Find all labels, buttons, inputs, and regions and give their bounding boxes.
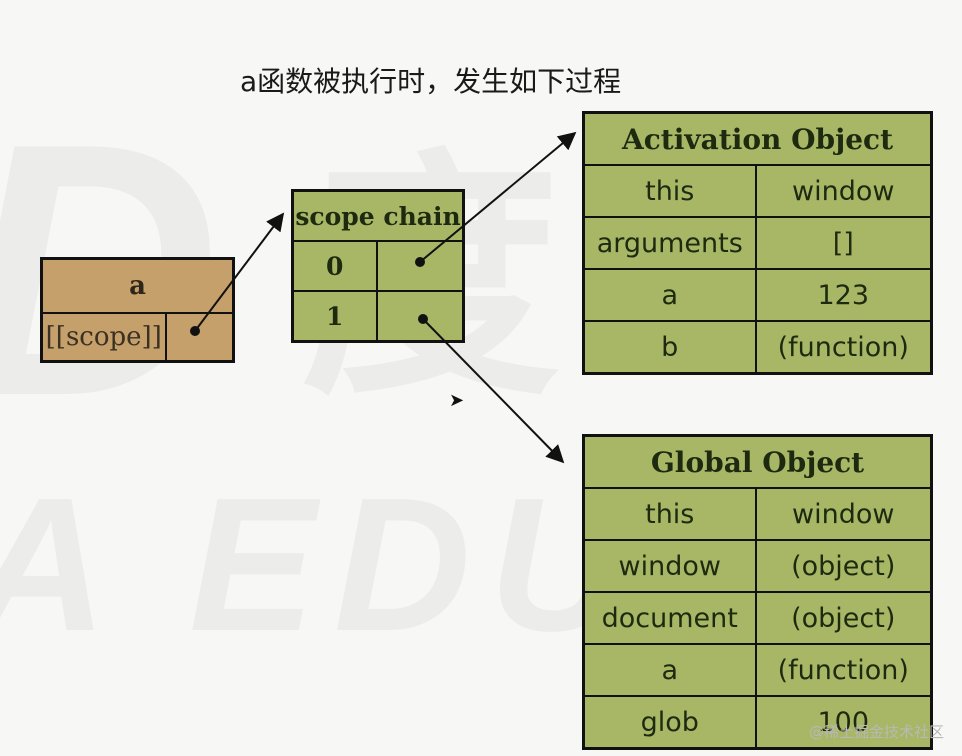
go-key: a (582, 643, 757, 697)
scope-chain-header: scope chain (291, 189, 465, 242)
ao-value: (function) (754, 320, 933, 375)
go-value: 100 (754, 695, 933, 750)
go-key: document (582, 591, 757, 645)
ao-key: a (582, 268, 757, 322)
go-value: window (754, 487, 933, 541)
scope-chain-index: 1 (291, 290, 378, 343)
global-object-header: Global Object (582, 434, 933, 489)
activation-object-header: Activation Object (582, 111, 933, 166)
mouse-cursor-icon: ➤ (449, 390, 465, 411)
ao-value: window (754, 164, 933, 218)
go-value: (object) (754, 591, 933, 645)
arrow-to-scope-chain (194, 212, 285, 332)
scope-chain-index: 0 (291, 240, 378, 292)
go-value: (object) (754, 539, 933, 593)
scope-property-label: [[scope]] (40, 312, 167, 363)
ao-value: [] (754, 216, 933, 270)
ao-key: this (582, 164, 757, 218)
diagram-title: a函数被执行时，发生如下过程 (240, 65, 622, 98)
go-key: glob (582, 695, 757, 750)
go-value: (function) (754, 643, 933, 697)
scope-chain-box: scope chain 0 1 (291, 189, 465, 343)
function-a-header: a (40, 257, 235, 314)
ao-key: b (582, 320, 757, 375)
arrow-to-global-object (422, 318, 565, 464)
ao-key: arguments (582, 216, 757, 270)
scope-pointer-cell (164, 312, 235, 363)
go-key: this (582, 487, 757, 541)
arrow-to-activation-object (419, 131, 577, 263)
ao-value: 123 (754, 268, 933, 322)
function-a-box: a [[scope]] (40, 257, 236, 363)
source-watermark: @稀土掘金技术社区 (808, 723, 944, 741)
go-key: window (582, 539, 757, 593)
